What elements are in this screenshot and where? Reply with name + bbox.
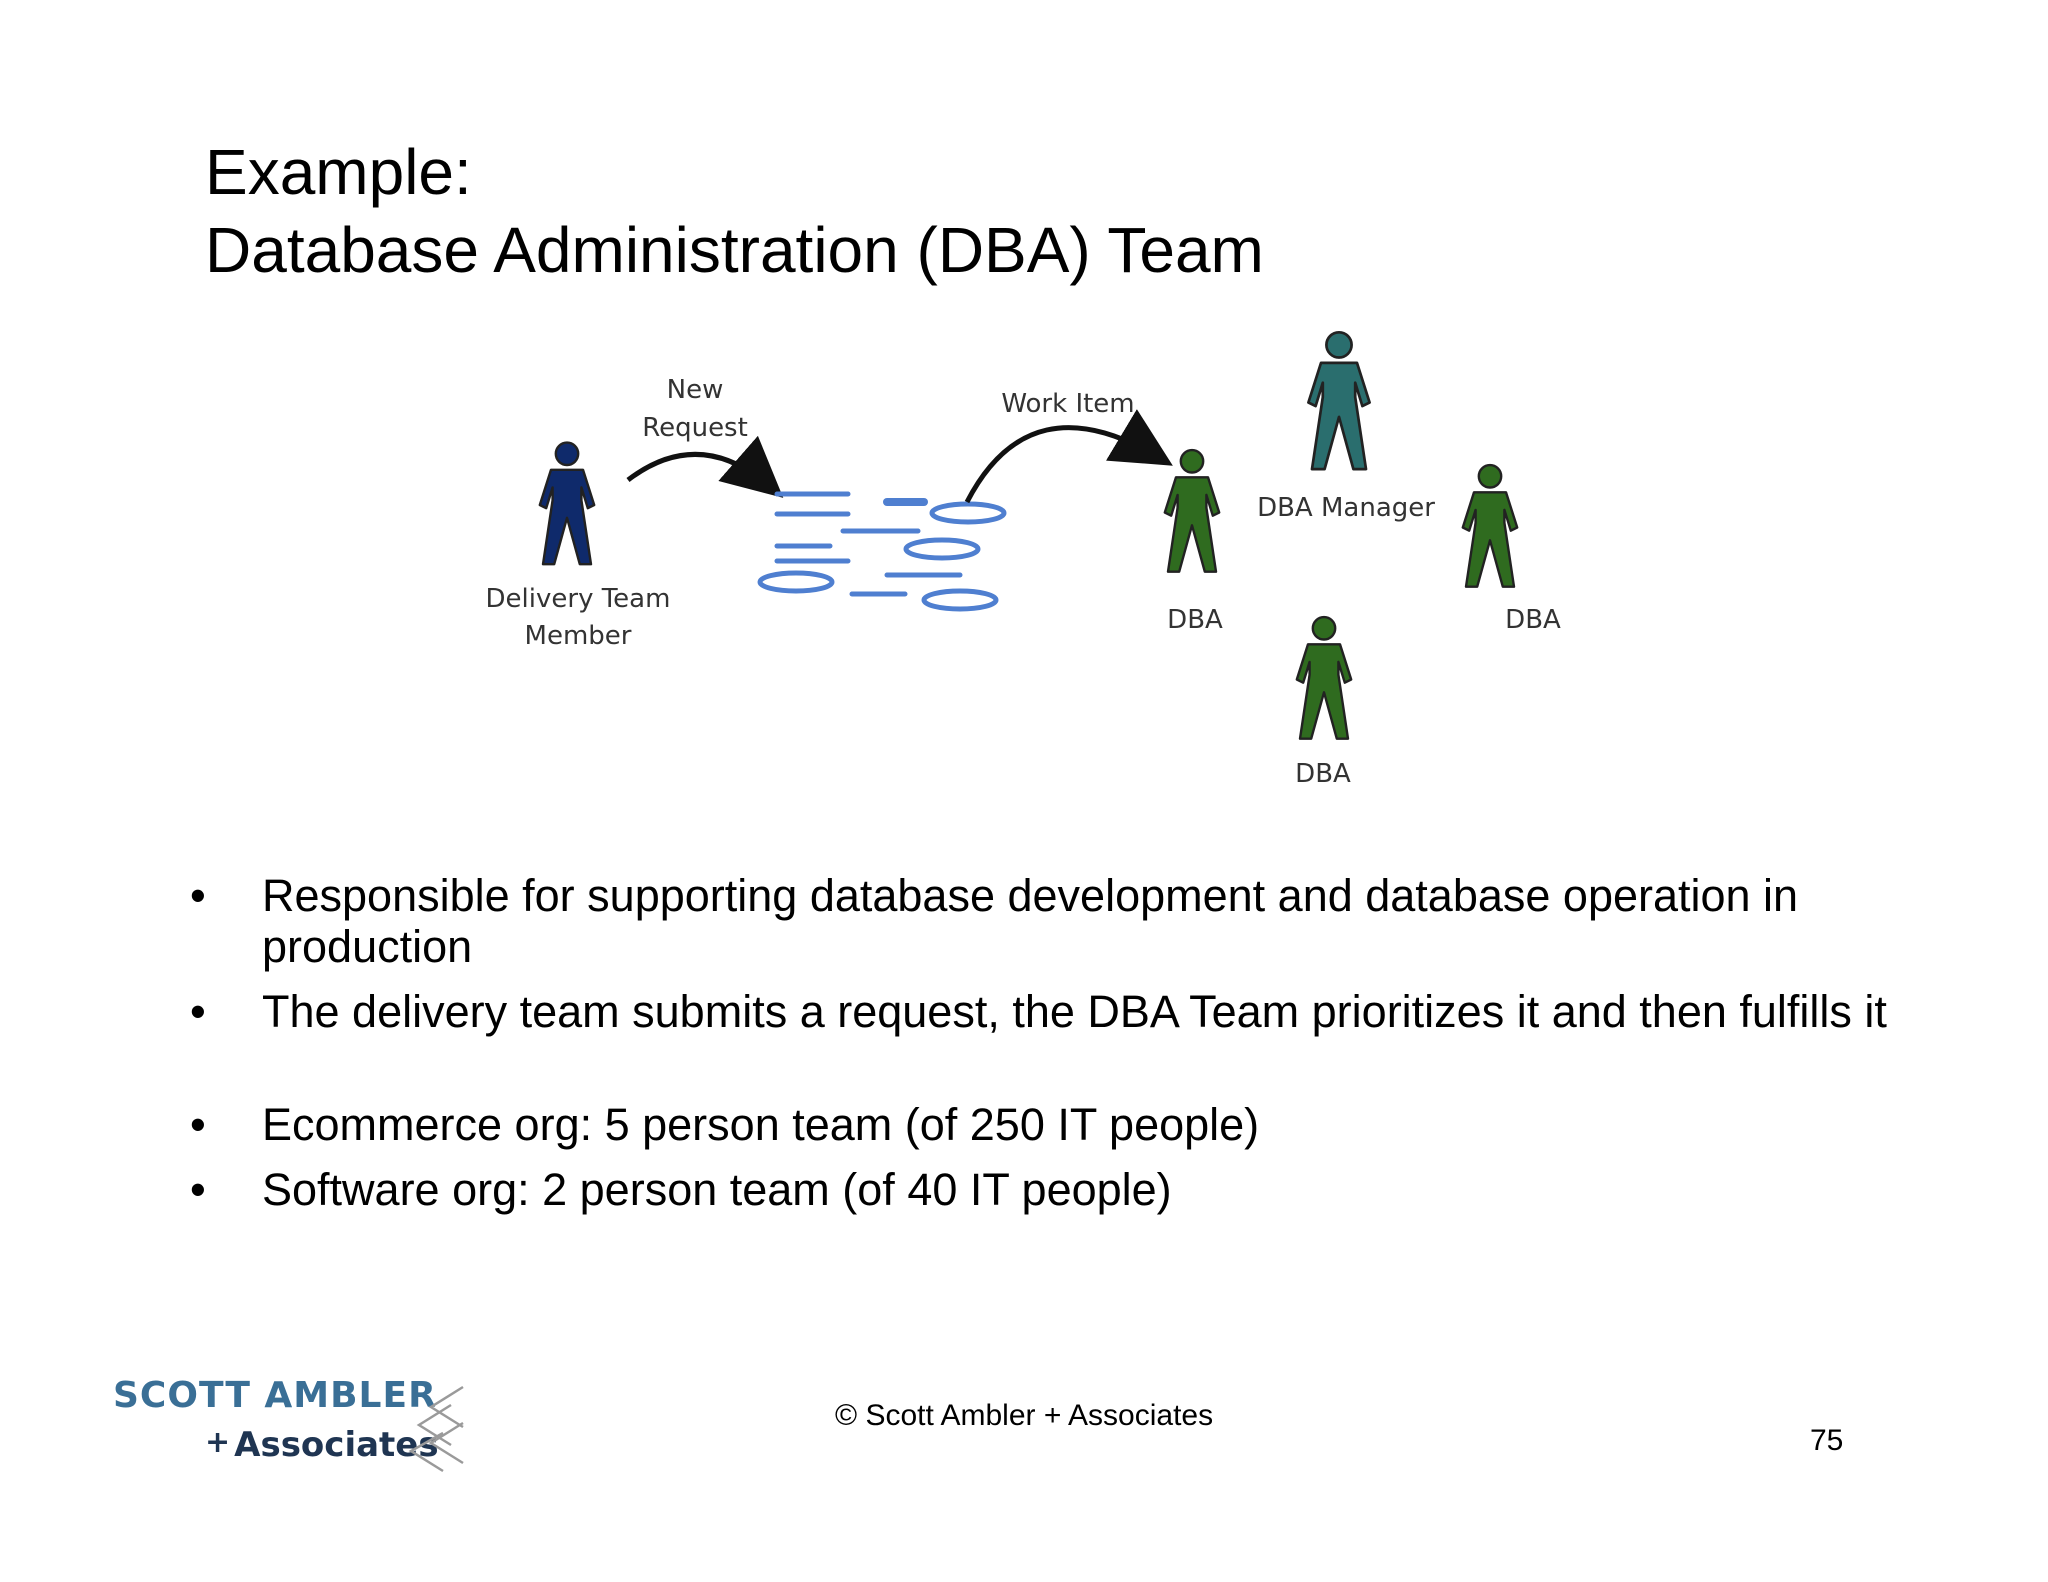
logo-line-2: +Associates	[205, 1425, 439, 1465]
dba-manager-figure	[1307, 330, 1371, 471]
page-number: 75	[1810, 1424, 1844, 1457]
title-line-1: Example:	[205, 136, 472, 208]
bullet-item: The delivery team submits a request, the…	[190, 986, 1930, 1037]
bullet-item: Software org: 2 person team (of 40 IT pe…	[190, 1164, 1930, 1215]
new-request-arrow	[626, 435, 784, 498]
bullet-item: Ecommerce org: 5 person team (of 250 IT …	[190, 1099, 1930, 1150]
dba-workflow-diagram: Delivery Team Member New Request Work It…	[486, 330, 1561, 789]
delivery-team-label-line1: Delivery Team	[486, 584, 671, 614]
new-request-label-line2: Request	[642, 413, 748, 443]
delivery-team-label-line2: Member	[525, 621, 632, 651]
dba-label-bottom: DBA	[1295, 759, 1351, 789]
dba-label-left: DBA	[1167, 605, 1223, 635]
dba-figure-left	[1163, 448, 1221, 574]
work-item-label: Work Item	[1001, 389, 1134, 419]
new-request-label-line1: New	[667, 375, 724, 405]
logo-plus: +	[205, 1425, 231, 1460]
work-item-arrow	[964, 409, 1173, 504]
dba-manager-label: DBA Manager	[1257, 493, 1435, 523]
work-item-backlog	[757, 491, 1007, 612]
bullet-list: Responsible for supporting database deve…	[190, 870, 1930, 1229]
dba-label-right: DBA	[1505, 605, 1561, 635]
title-line-2: Database Administration (DBA) Team	[205, 214, 1264, 286]
delivery-team-member-figure	[538, 441, 596, 566]
logo-associates: Associates	[234, 1425, 439, 1465]
slide-title: Example: Database Administration (DBA) T…	[205, 133, 1264, 289]
dba-figure-bottom	[1295, 615, 1353, 741]
copyright-footer: © Scott Ambler + Associates	[835, 1399, 1214, 1432]
logo-line-1: SCOTT AMBLER	[113, 1375, 437, 1416]
bullet-item: Responsible for supporting database deve…	[190, 870, 1930, 972]
dba-figure-right	[1461, 463, 1519, 589]
company-logo: SCOTT AMBLER +Associates	[113, 1375, 483, 1475]
logo-chevron-icon	[408, 1385, 464, 1473]
